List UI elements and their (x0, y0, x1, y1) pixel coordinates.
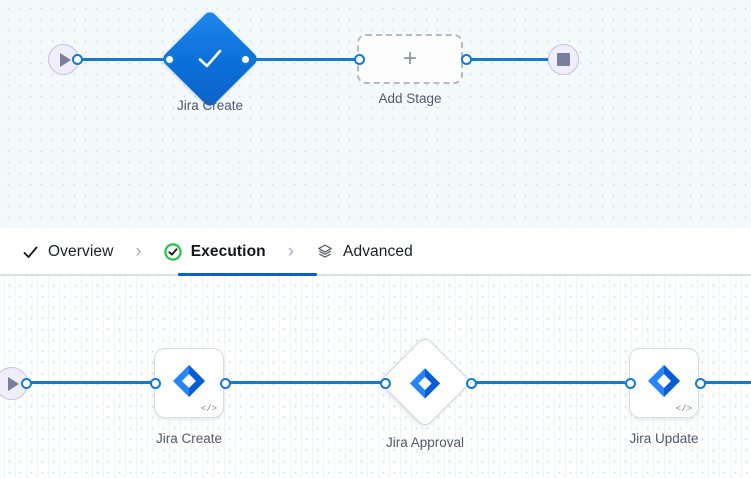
tab-separator-1: › (135, 241, 142, 262)
step-label-jira-approval: Jira Approval (385, 435, 465, 450)
execution-steps-canvas[interactable]: </> Jira Create Jira Approval (0, 276, 751, 478)
endpoint-jira-create-out[interactable] (240, 54, 251, 65)
step-card-jira-update[interactable]: </> (629, 348, 699, 418)
endpoint-jira-update-in[interactable] (625, 378, 636, 389)
tab-execution[interactable]: Execution (164, 229, 266, 275)
tab-overview[interactable]: Overview (22, 229, 113, 275)
code-badge-icon: </> (675, 404, 692, 414)
stage-jira-create[interactable] (160, 9, 260, 109)
plus-icon: + (402, 45, 417, 72)
jira-icon (646, 363, 682, 404)
connector-add-stage-to-stop (466, 58, 561, 61)
play-icon (60, 52, 71, 67)
tab-label-overview: Overview (48, 243, 114, 260)
connector-start-to-jira-create (75, 58, 175, 61)
connector-jira-create-to-add-stage (245, 58, 360, 61)
connector-jira-create-to-approval (225, 381, 385, 384)
step-card-jira-create[interactable]: </> (154, 348, 224, 418)
add-stage-button[interactable]: + (357, 34, 463, 84)
endpoint-jira-create-step-out[interactable] (220, 378, 231, 389)
connector-approval-to-jira-update (470, 381, 625, 384)
stage-label-jira-create: Jira Create (176, 98, 244, 113)
tab-separator-2: › (287, 241, 295, 262)
stage-label-add-stage: Add Stage (378, 91, 442, 106)
pipeline-stop-node[interactable] (548, 44, 579, 75)
step-jira-approval[interactable] (378, 335, 472, 429)
endpoint-add-stage-out[interactable] (461, 54, 472, 65)
jira-icon (171, 363, 207, 404)
endpoint-approval-in[interactable] (380, 378, 391, 389)
endpoint-jira-create-in[interactable] (164, 54, 175, 65)
endpoint-jira-update-out[interactable] (695, 378, 706, 389)
endpoint-exec-start-out[interactable] (21, 378, 32, 389)
endpoint-start-out[interactable] (72, 54, 83, 65)
step-label-jira-create: Jira Create (155, 431, 223, 446)
tabbar-divider (0, 274, 751, 276)
stop-icon (557, 53, 570, 66)
tab-active-underline (178, 273, 317, 276)
check-icon (175, 24, 245, 94)
connector-start-to-jira-create-step (25, 381, 155, 384)
check-circle-green-icon (164, 243, 182, 261)
stage-shape-diamond (160, 9, 260, 109)
play-icon (8, 376, 19, 391)
connector-jira-update-onward (700, 381, 751, 384)
endpoint-add-stage-in[interactable] (354, 54, 365, 65)
add-stage-box[interactable]: + (357, 34, 463, 84)
stage-config-tabbar: Overview › Execution › Advanced (0, 228, 751, 276)
tab-label-execution: Execution (190, 243, 266, 260)
jira-icon (392, 350, 458, 416)
pipeline-overview-canvas[interactable]: Jira Create + Add Stage (0, 0, 751, 228)
step-label-jira-update: Jira Update (629, 431, 699, 446)
tab-advanced[interactable]: Advanced (316, 229, 413, 275)
step-jira-create[interactable]: </> (154, 348, 224, 418)
tab-label-advanced: Advanced (343, 243, 413, 260)
endpoint-jira-create-step-in[interactable] (150, 378, 161, 389)
layers-hexagon-icon (316, 243, 334, 261)
check-icon (22, 244, 39, 261)
code-badge-icon: </> (200, 404, 217, 414)
step-shape-diamond-approval[interactable] (378, 335, 472, 429)
endpoint-approval-out[interactable] (466, 378, 477, 389)
step-jira-update[interactable]: </> (629, 348, 699, 418)
